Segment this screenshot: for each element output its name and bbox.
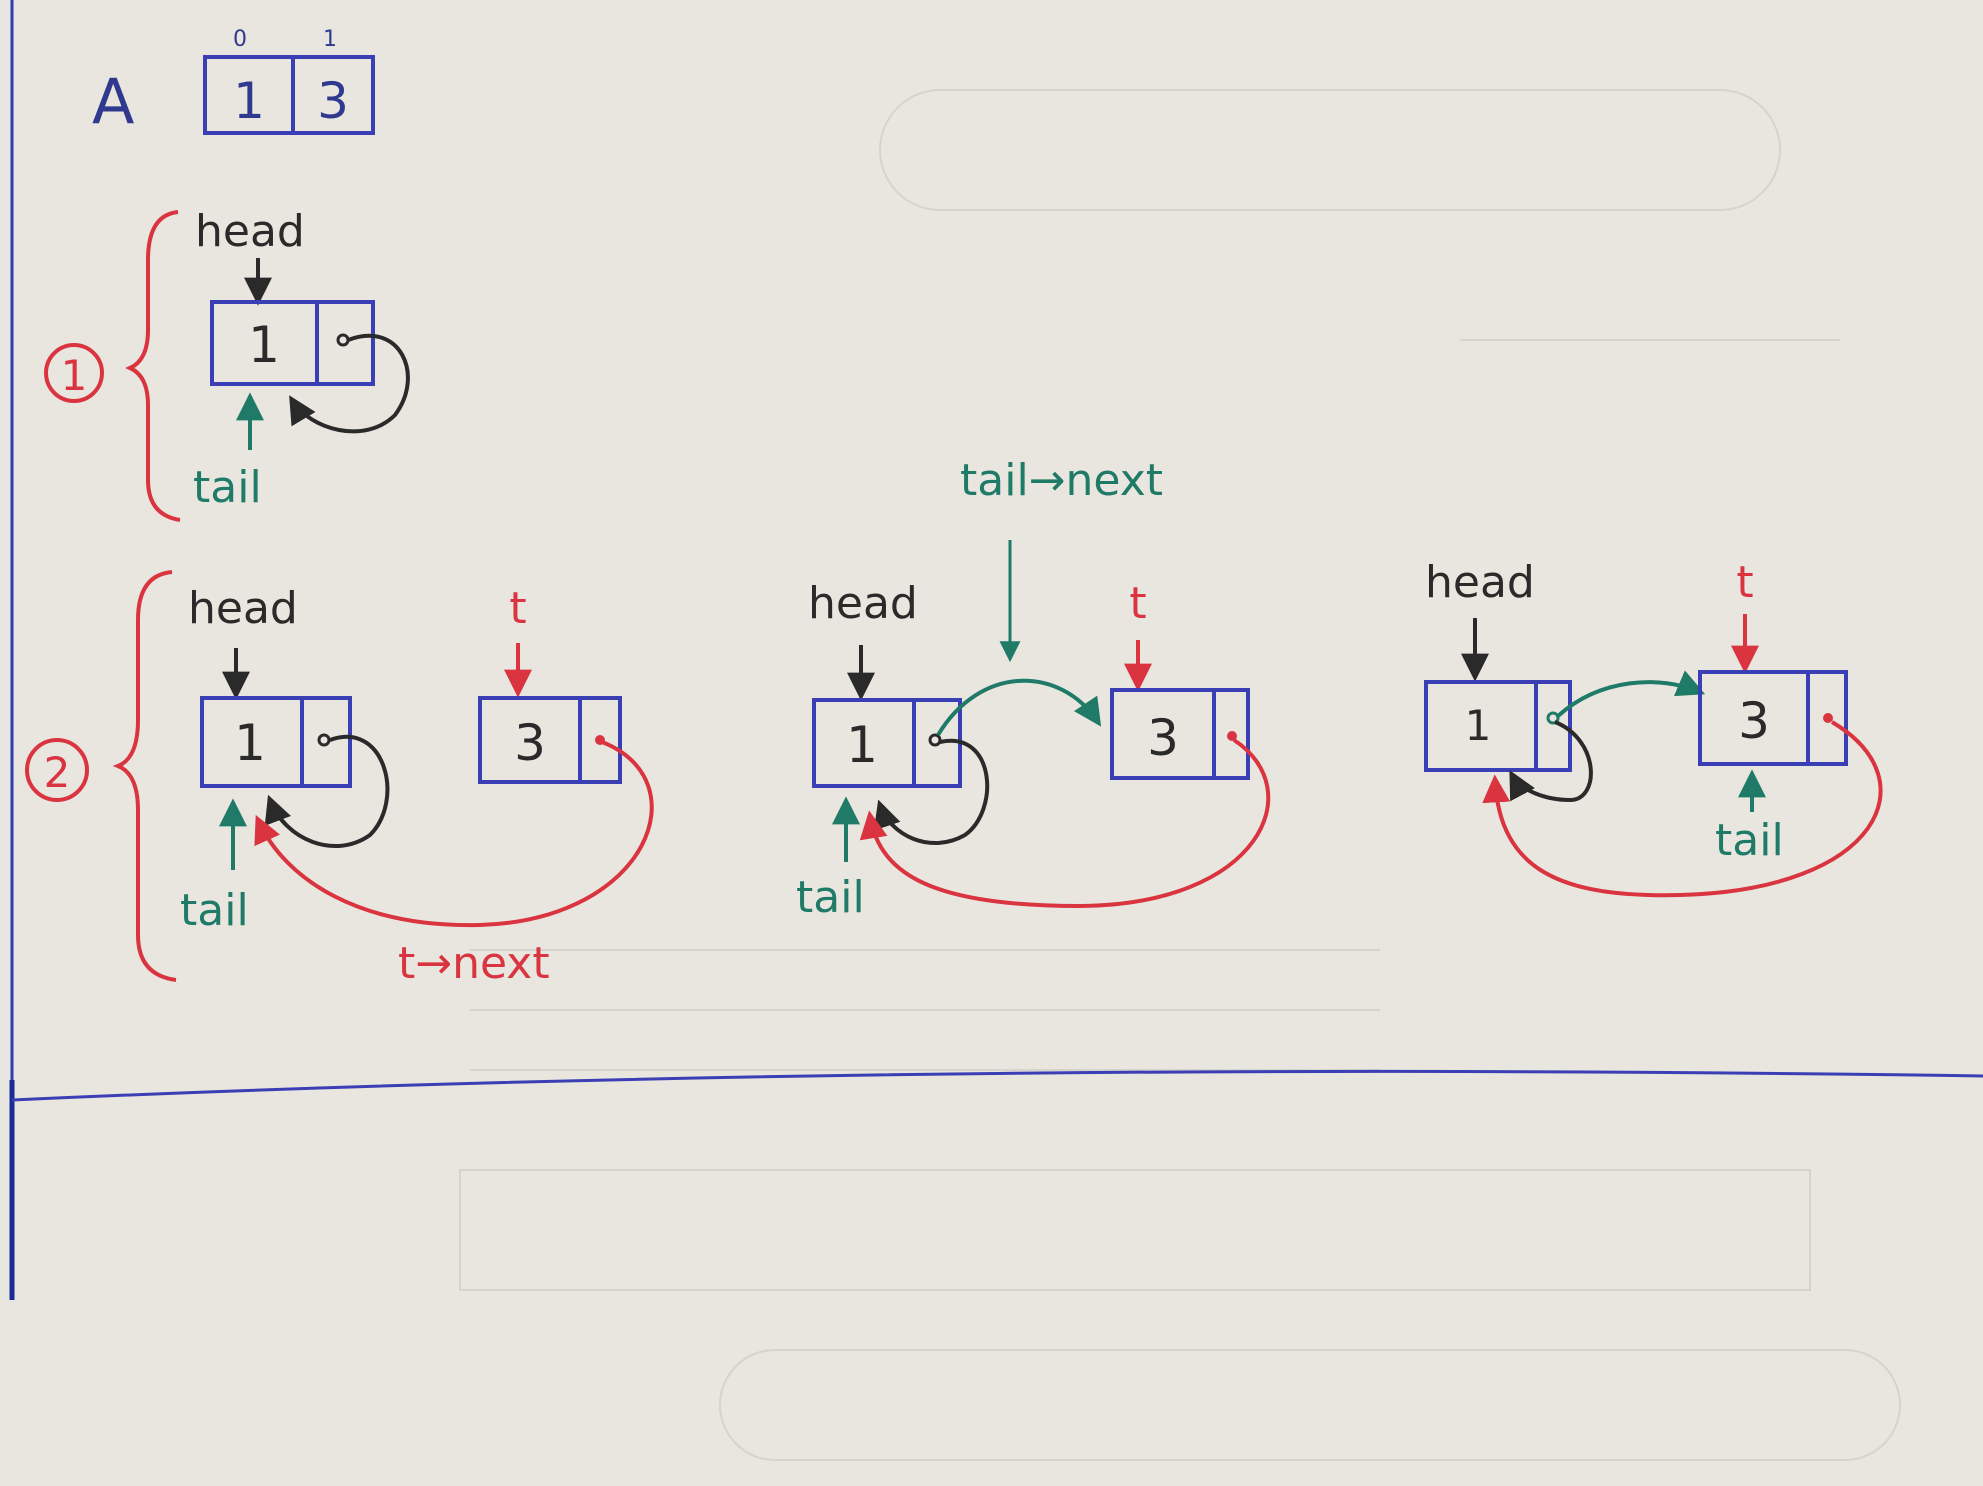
step-2b: tail→next head 1 t 3 tail xyxy=(796,455,1271,923)
step-2a-head-label: head xyxy=(188,583,298,634)
bleed-through-marks xyxy=(459,89,1901,1461)
step-1-brace xyxy=(125,210,181,522)
array-a: A 0 1 1 3 xyxy=(92,27,375,138)
step-2b-node2-next-cell xyxy=(1212,688,1250,780)
step-2c-self-loop xyxy=(1509,720,1593,803)
step-2c-node2-next-cell xyxy=(1806,670,1848,766)
step-2c-node2-value: 3 xyxy=(1738,692,1770,750)
step-2a-self-loop xyxy=(264,735,390,848)
step-2c-head-label: head xyxy=(1425,557,1535,608)
array-cell-1 xyxy=(291,55,375,135)
step-2: 2 head 1 t 3 tail t→next tail→next hea xyxy=(25,455,1883,989)
step-1-node-value: 1 xyxy=(248,316,280,374)
step-1-head-label: head xyxy=(195,206,305,257)
step-2c-node1-next-cell xyxy=(1534,680,1572,772)
array-index-0: 0 xyxy=(233,27,247,52)
step-2a-node2-next-cell xyxy=(578,696,622,784)
step-2a-node1-value: 1 xyxy=(234,714,266,772)
step-2a-t-label: t xyxy=(509,583,526,634)
step-2a-tail-label: tail xyxy=(180,885,249,936)
step-1-self-loop xyxy=(289,333,410,434)
step-1-node-next-cell xyxy=(315,300,375,386)
step-2b-head-label: head xyxy=(808,578,918,629)
step-2b-node2-value: 3 xyxy=(1147,709,1179,767)
step-2b-t-label: t xyxy=(1129,578,1146,629)
array-value-0: 1 xyxy=(233,72,265,130)
step-2c-tail-label: tail xyxy=(1715,815,1784,866)
step-1-tail-label: tail xyxy=(193,462,262,513)
step-2b-node2-next-dot xyxy=(1227,731,1237,741)
step-2c-link-curve xyxy=(1556,670,1706,718)
step-2-number: 2 xyxy=(44,748,71,797)
array-value-1: 3 xyxy=(317,72,349,130)
step-2b-node1-value: 1 xyxy=(846,716,878,774)
step-2b-tail-label: tail xyxy=(796,872,865,923)
array-name: A xyxy=(92,65,134,138)
step-2b-red-back-curve xyxy=(859,738,1271,909)
step-2c-node1-value: 1 xyxy=(1465,701,1492,750)
step-2b-self-loop xyxy=(873,738,990,846)
step-2b-tail-next-label: tail→next xyxy=(960,455,1163,506)
step-1-badge xyxy=(44,343,104,403)
ruled-line xyxy=(11,1069,1983,1102)
step-2c-red-back-curve xyxy=(1482,720,1883,898)
step-2a-t-next-label: t→next xyxy=(398,938,550,989)
step-2a: head 1 t 3 tail t→next xyxy=(180,583,654,989)
step-2-brace xyxy=(112,570,177,982)
step-2a-node2-value: 3 xyxy=(514,714,546,772)
array-index-1: 1 xyxy=(323,27,337,52)
step-2c-node2-next-dot xyxy=(1823,713,1833,723)
step-2c: head 1 t 3 tail xyxy=(1424,557,1883,898)
step-2c-node1-next-dot xyxy=(1546,711,1560,725)
step-2a-t-next-curve xyxy=(254,740,654,928)
step-1: 1 head 1 tail xyxy=(44,206,410,522)
step-2a-node1-next-dot xyxy=(317,733,331,747)
step-2c-t-label: t xyxy=(1736,557,1753,608)
step-1-number: 1 xyxy=(61,351,88,400)
step-2b-link-curve xyxy=(936,678,1102,737)
step-2a-node1-next-cell xyxy=(300,696,352,788)
step-2-badge xyxy=(25,738,89,802)
